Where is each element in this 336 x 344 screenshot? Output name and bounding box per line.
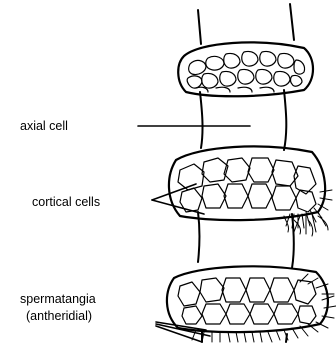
cortical-node-top [178,42,313,96]
label-axial-cell: axial cell [20,119,68,133]
cortical-cells-leader-1 [152,184,196,200]
label-antheridial: (antheridial) [26,309,92,323]
leader-lines [138,126,250,342]
label-spermatangia: spermatangia [20,292,96,306]
label-cortical-cells: cortical cells [32,195,100,209]
cortical-node-bottom [167,266,336,342]
cortical-node-middle [169,146,332,236]
